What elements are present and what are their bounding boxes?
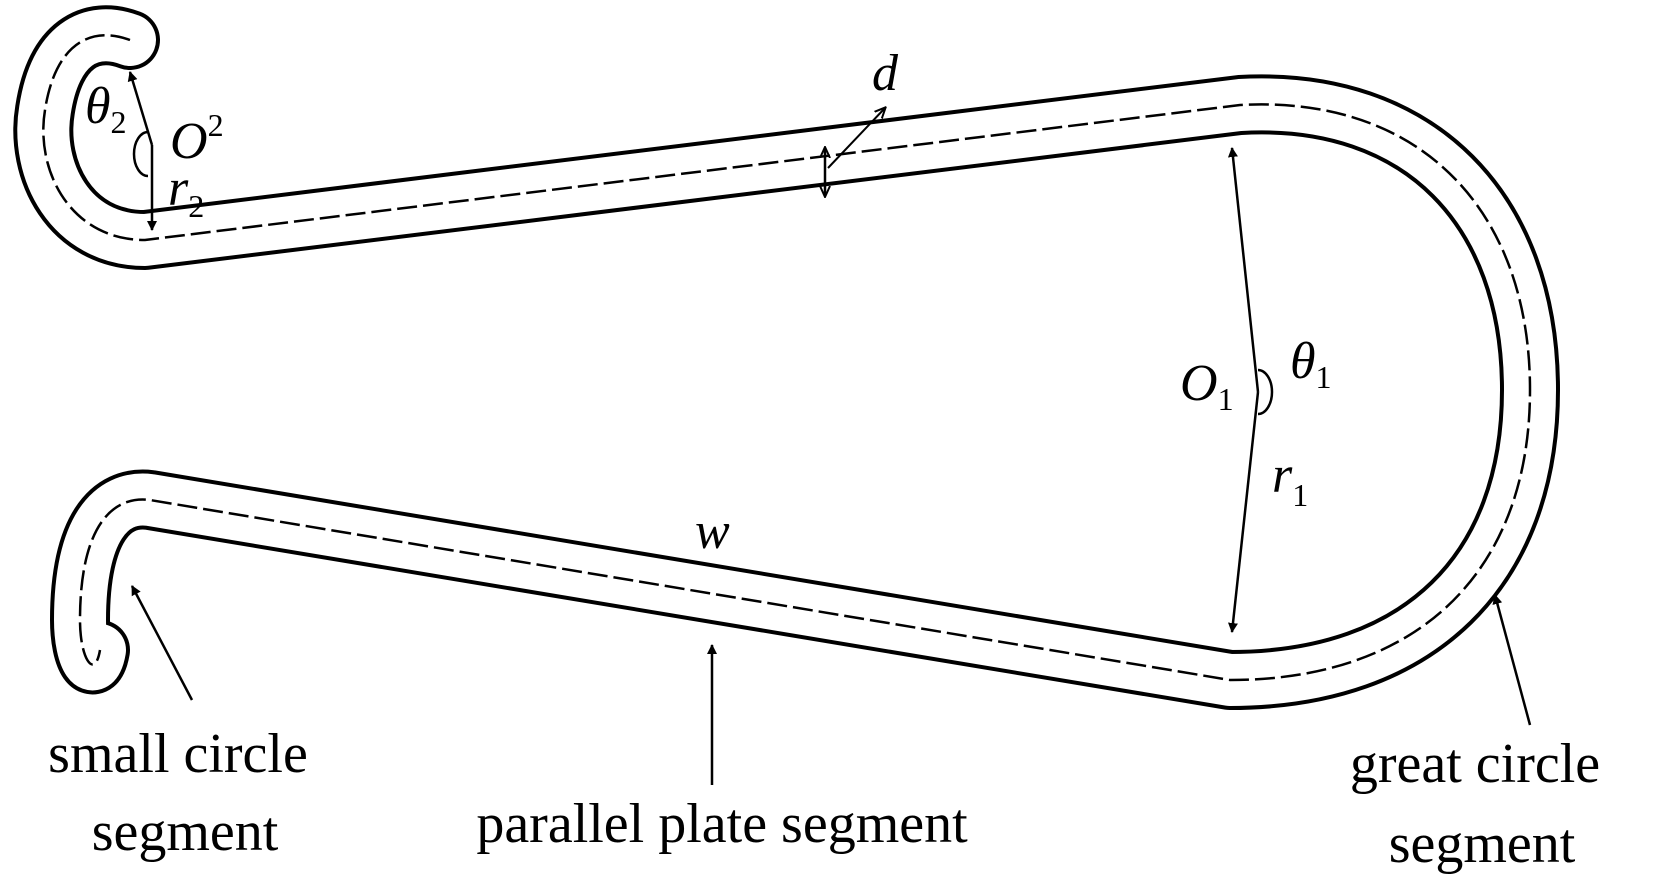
strip-centerline — [42, 34, 1532, 682]
symbol-w: w — [695, 503, 730, 560]
label-parallel-plate: parallel plate segment — [476, 793, 968, 855]
d-leader — [827, 108, 885, 169]
r1-radius-upper-arrow — [1227, 147, 1260, 393]
symbol-d: d — [872, 45, 899, 102]
small-circle-pointer-arrow — [130, 585, 194, 701]
theta2-arc-icon — [132, 130, 149, 178]
label-great-circle: great circle segment — [1350, 733, 1614, 875]
label-small-circle: small circle segment — [48, 723, 322, 863]
symbol-theta1: θ1 — [1290, 333, 1332, 395]
theta1-arc-icon — [1257, 368, 1274, 416]
symbol-O2: O2 — [170, 107, 224, 170]
symbol-O1: O1 — [1180, 355, 1234, 417]
flexure-strip — [13, 5, 1560, 710]
theta2-leader — [127, 71, 154, 146]
great-circle-pointer-arrow — [1492, 594, 1532, 726]
symbol-r1: r1 — [1272, 447, 1308, 513]
r1-radius-lower-arrow — [1227, 391, 1260, 633]
symbol-r2: r2 — [168, 160, 204, 224]
symbol-theta2: θ2 — [85, 78, 127, 140]
